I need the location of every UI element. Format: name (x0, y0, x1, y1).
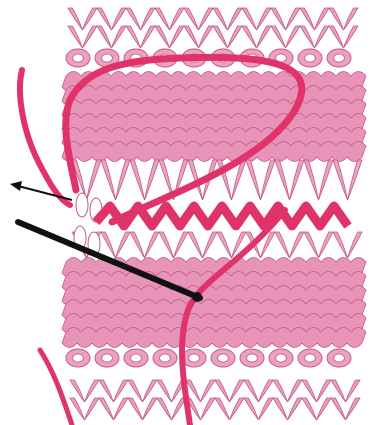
pale-stitch (76, 193, 88, 217)
loop-hole (305, 354, 316, 362)
loop-hole (102, 354, 113, 362)
loop-hole (334, 54, 345, 62)
lower-purl-rows (62, 258, 366, 348)
loop-hole (189, 354, 200, 362)
loop-hole (276, 354, 287, 362)
upper-purl-rows (62, 72, 366, 162)
loop-hole (73, 54, 84, 62)
loop-hole (102, 54, 113, 62)
loop-hole (131, 354, 142, 362)
loop-hole (247, 354, 258, 362)
loop-hole (305, 54, 316, 62)
loop-hole (334, 354, 345, 362)
loop-hole (160, 354, 171, 362)
loop-hole (73, 354, 84, 362)
loop-hole (218, 354, 229, 362)
needle-eye (192, 292, 202, 302)
